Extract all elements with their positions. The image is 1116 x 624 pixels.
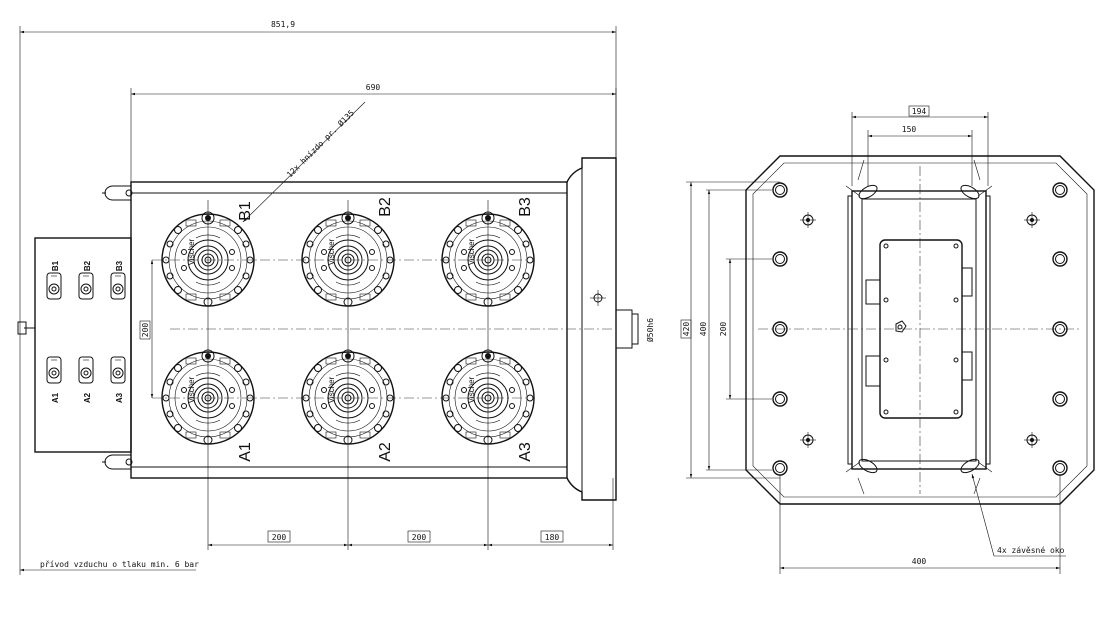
air-supply-note: přívod vzduchu o tlaku min. 6 bar [40,560,199,569]
valve-b1 [46,272,62,300]
chuck-brand-label: Vischer [467,376,476,403]
dim-side-top-outer: 194 [851,105,989,186]
dim-overall-width: 851,9 [19,20,617,330]
valve-a2 [78,356,94,384]
valve-label-a3: A3 [115,392,124,403]
svg-text:851,9: 851,9 [271,20,295,29]
nests-leader: 12x hnízdo pr. Ø135 [242,101,366,223]
dim-side-outer-height: 420 [680,181,780,479]
valve-b3 [110,272,126,300]
chuck-brand-label: Vischer [187,376,196,403]
dim-side-inner-height: 400 [699,189,772,471]
lifting-eye-top [102,185,133,201]
svg-text:180: 180 [545,533,560,542]
svg-text:400: 400 [912,557,927,566]
valve-a1 [46,356,62,384]
chuck-brand-label: Vischer [327,376,336,403]
chuck-brand-label: Vischer [327,238,336,265]
svg-text:200: 200 [141,323,150,338]
nest-label-a2: A2 [377,442,394,462]
dim-side-row-spacing: 200 [719,258,772,400]
air-supply-leader: přívod vzduchu o tlaku min. 6 bar [19,330,199,575]
dim-side-top-inner: 150 [867,125,973,186]
svg-text:200: 200 [412,533,427,542]
valve-label-a1: A1 [51,392,60,403]
main-body [130,181,568,479]
dim-shaft: Ø50h6 [645,318,655,342]
lifting-eye [845,159,993,495]
valve-label-a2: A2 [83,392,92,403]
nest-label-b3: B3 [517,197,534,217]
svg-text:150: 150 [902,125,917,134]
dim-body-width: 690 [130,83,617,182]
svg-text:200: 200 [719,322,728,337]
nest-label-b2: B2 [377,197,394,217]
front-view: Vischer Vischer Vischer Vischer Vischer … [17,20,655,575]
valve-label-b2: B2 [83,260,92,271]
valve-a3 [110,356,126,384]
nest-label-a1: A1 [237,442,254,462]
nest-label-a3: A3 [517,442,534,462]
svg-text:400: 400 [699,322,708,337]
svg-text:194: 194 [912,107,927,116]
nests-note: 12x hnízdo pr. Ø135 [284,108,356,180]
svg-text:420: 420 [682,322,691,337]
svg-text:200: 200 [272,533,287,542]
chuck-brand-label: Vischer [467,238,476,265]
dim-row-spacing: 200 [139,260,154,398]
nest-label-b1: B1 [237,201,254,221]
svg-text:690: 690 [366,83,381,92]
chuck-brand-label: Vischer [187,238,196,265]
svg-text:Ø50h6: Ø50h6 [645,318,655,342]
valve-label-b3: B3 [115,260,124,271]
side-view: 420 400 200 194 150 [680,105,1095,574]
carriage [851,190,987,470]
valve-b2 [78,272,94,300]
lifting-eye-note: 4x závěsné oko [997,545,1065,555]
air-inlet-fitting [17,321,27,335]
valve-block [34,237,132,453]
lifting-eye-leader: 4x závěsné oko [971,473,1066,557]
lifting-eye-bottom [102,454,133,470]
valve-label-b1: B1 [51,260,60,271]
dim-pitch: 200 200 180 [208,530,613,547]
dim-side-bottom-width: 400 [779,475,1061,574]
